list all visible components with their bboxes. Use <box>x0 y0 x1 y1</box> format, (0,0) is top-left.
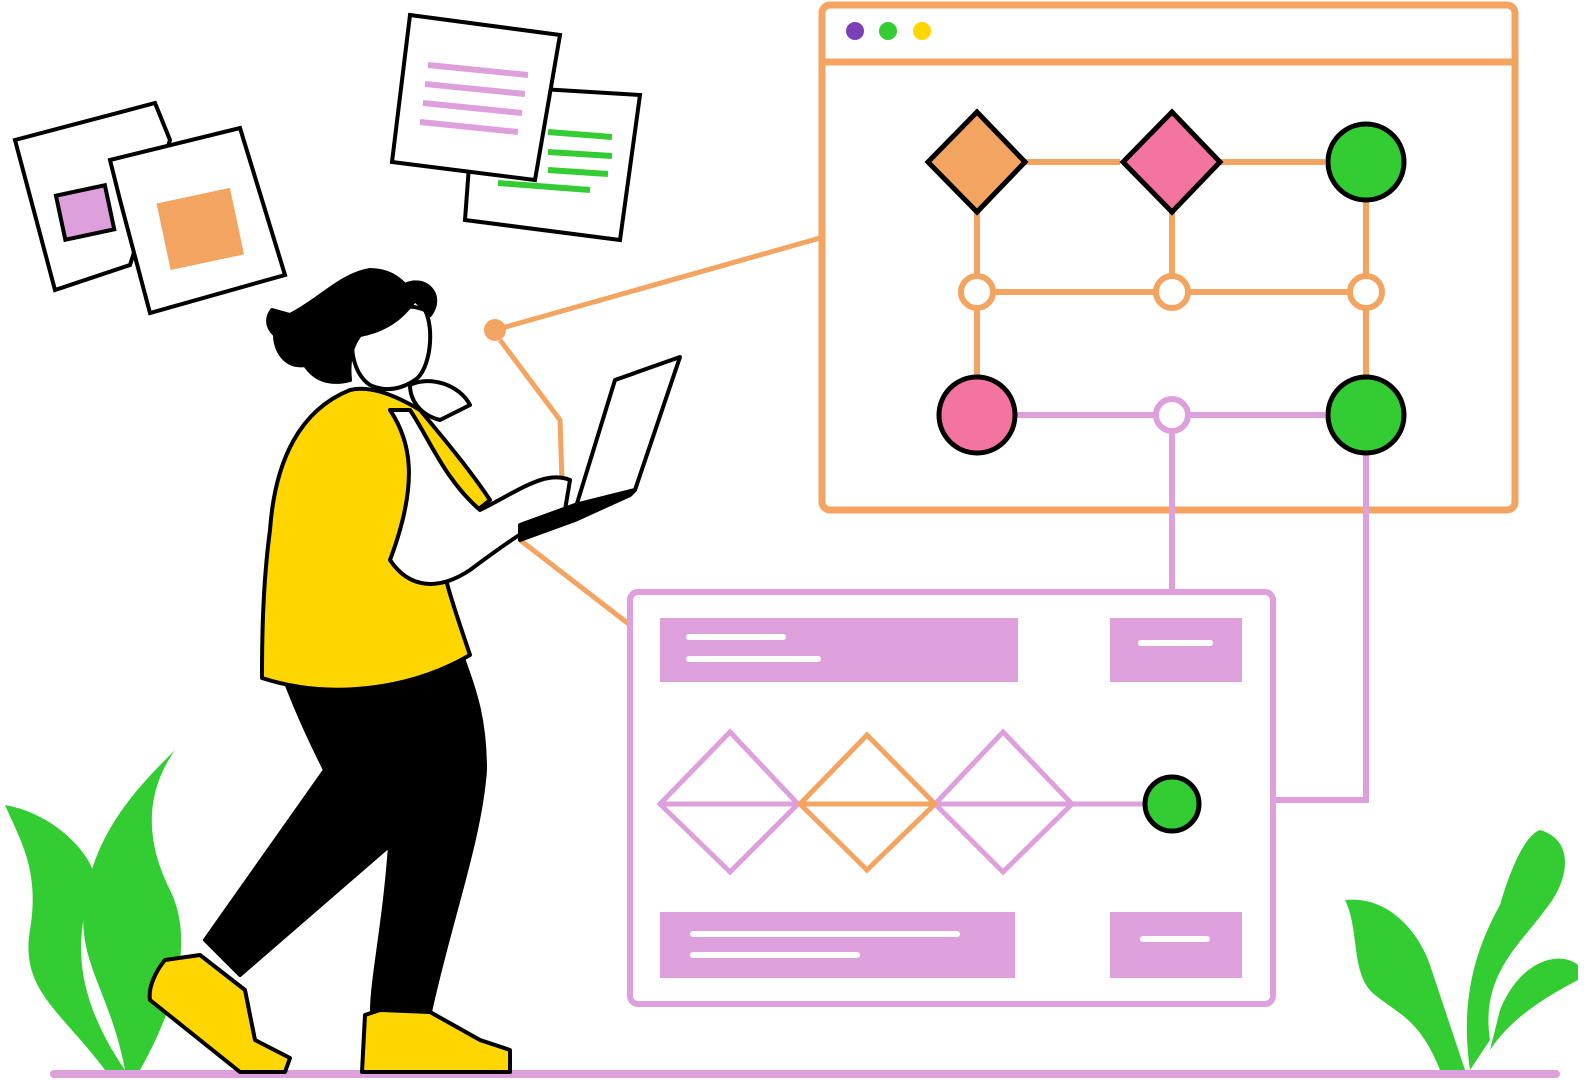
node-green-mid <box>1325 374 1407 456</box>
junction-node <box>1347 273 1385 311</box>
decision-diamond-orange <box>924 108 1029 216</box>
connector-line-bottom <box>518 538 632 627</box>
laptop-base <box>518 488 637 542</box>
process-window <box>627 589 1276 1007</box>
connector-line-top <box>494 235 821 333</box>
window-dot-yellow <box>913 22 931 40</box>
content-block <box>660 912 1015 978</box>
decision-diamond-pink <box>1119 108 1224 216</box>
pants <box>203 653 487 1014</box>
content-block <box>660 618 1018 682</box>
junction-node <box>1153 396 1191 434</box>
junction-node <box>1153 273 1191 311</box>
person-with-laptop <box>147 268 682 1074</box>
window-dot-purple <box>846 22 864 40</box>
node-green-bottom <box>1142 774 1202 834</box>
shoe-right <box>360 1008 512 1074</box>
node-green-top <box>1325 121 1407 203</box>
plant-right <box>1345 830 1578 1070</box>
junction-node <box>958 273 996 311</box>
connector-dot <box>484 319 506 341</box>
document-cards-left <box>12 100 288 316</box>
window-dot-green <box>879 22 897 40</box>
flowchart-window <box>818 1 1519 803</box>
document-cards-top <box>389 12 643 243</box>
laptop <box>573 355 682 512</box>
connector-line-mid <box>498 338 565 481</box>
hair <box>266 268 438 384</box>
shoe-left <box>147 953 292 1074</box>
content-block <box>1110 912 1242 978</box>
hand-at-chin <box>408 379 472 422</box>
plant-left <box>5 750 182 1070</box>
content-block <box>1110 618 1242 682</box>
node-pink <box>936 374 1018 456</box>
